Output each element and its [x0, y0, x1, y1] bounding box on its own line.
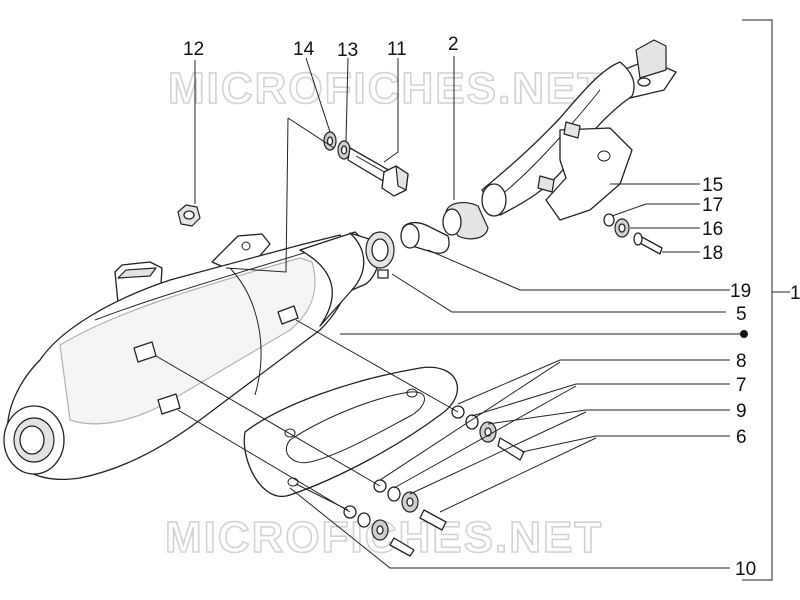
- callout-1: 1: [790, 283, 800, 304]
- exhaust-manifold-pipe: [481, 39, 677, 221]
- watermark-top: MICROFICHES.NET: [168, 64, 606, 113]
- bolt-assembly: [323, 131, 409, 197]
- callout-14: 14: [293, 39, 315, 60]
- reference-dot: [740, 330, 748, 338]
- leader-lines: [155, 19, 790, 581]
- heat-shield: [243, 366, 458, 498]
- washer-17: [603, 213, 615, 227]
- callout-7: 7: [736, 375, 747, 396]
- callout-6: 6: [736, 427, 747, 448]
- callout-16: 16: [702, 219, 723, 240]
- screw-18: [633, 232, 663, 255]
- callout-labels: 12 14 13 11 2 15 17 16 18 19 1 5 8 7 9 6…: [183, 34, 800, 580]
- hardware-set-upper: [451, 405, 525, 461]
- callout-8: 8: [736, 351, 747, 372]
- callout-12: 12: [183, 39, 204, 60]
- muffler-assembly: [3, 231, 379, 480]
- callout-5: 5: [736, 304, 747, 325]
- callout-9: 9: [736, 401, 747, 422]
- clamp-5: [365, 231, 395, 279]
- callout-15: 15: [702, 175, 723, 196]
- hardware-set-lower: [343, 505, 415, 557]
- callout-2: 2: [448, 34, 459, 55]
- callout-13: 13: [337, 40, 358, 61]
- callout-17: 17: [702, 195, 723, 216]
- hardware-set-middle: [373, 479, 447, 531]
- callout-18: 18: [702, 243, 723, 264]
- nut-part: [177, 204, 201, 227]
- sleeve-2: [442, 202, 489, 240]
- callout-19: 19: [730, 281, 751, 302]
- washer-16: [614, 218, 630, 238]
- body-clip-3: [157, 393, 181, 415]
- body-clip-1: [277, 305, 299, 325]
- gasket-ring-19: [400, 221, 450, 254]
- callout-11: 11: [387, 39, 407, 60]
- callout-10: 10: [735, 559, 756, 580]
